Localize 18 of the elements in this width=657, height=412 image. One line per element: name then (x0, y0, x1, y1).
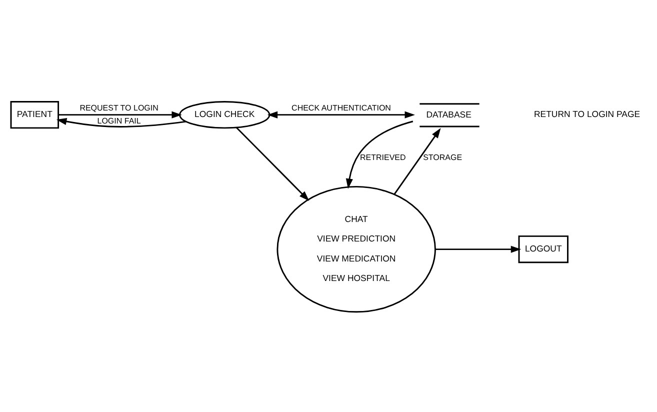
arrow (58, 111, 182, 118)
node-box: PATIENT (10, 101, 60, 129)
arrow (394, 128, 441, 195)
edge-label: CHECK AUTHENTICATION (292, 103, 391, 112)
arrow (346, 120, 414, 189)
arrow (267, 111, 415, 118)
node-box: LOGOUT (518, 235, 568, 264)
node-ellipse: LOGIN CHECK (179, 101, 270, 129)
node-ellipse: CHAT VIEW PREDICTION VIEW MEDICATION VIEW HOSPITAL (276, 186, 436, 313)
edge-label: STORAGE (423, 153, 462, 162)
arrow (56, 118, 186, 128)
label: RETURN TO LOGIN PAGE (534, 109, 640, 120)
arrow (236, 127, 310, 202)
edge-label: LOGIN FAIL (97, 116, 141, 126)
node-text: DATABASE (426, 109, 472, 120)
arrow (435, 246, 522, 253)
edge-label: RETRIEVED (360, 153, 406, 162)
edge-label: REQUEST TO LOGIN (80, 103, 158, 112)
